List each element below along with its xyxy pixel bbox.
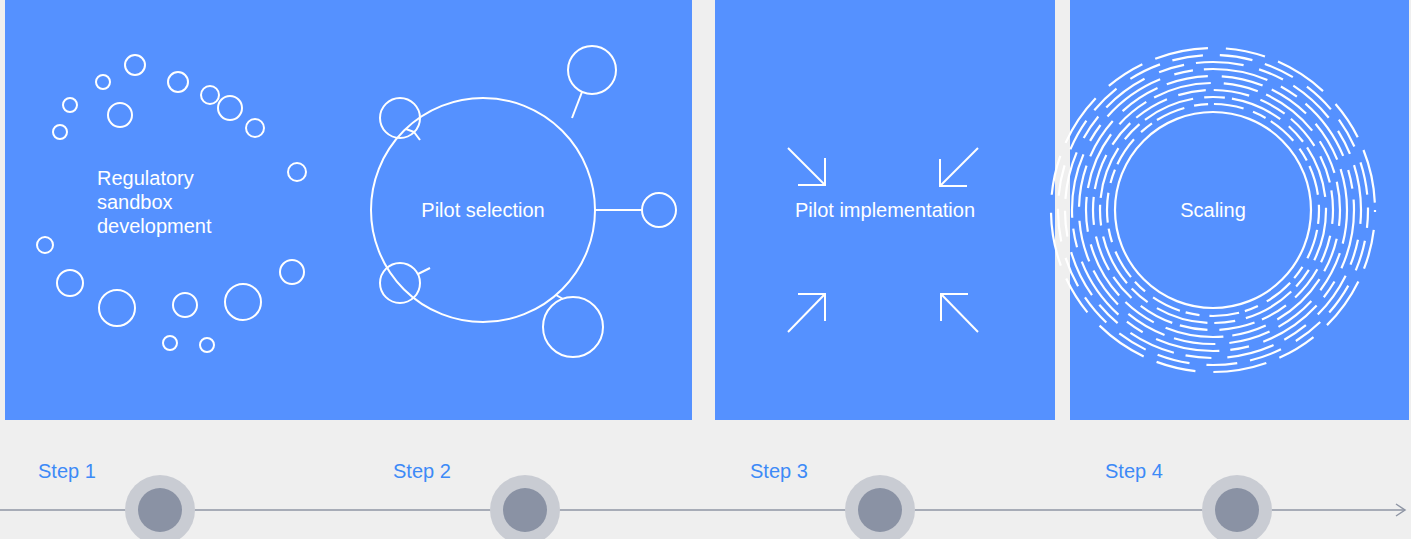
step-label: Step 4: [1105, 459, 1163, 483]
step-label: Step 3: [750, 459, 808, 483]
converging-arrows: [788, 148, 978, 332]
hub-circles: [371, 46, 676, 357]
dashed-ring: [1065, 62, 1361, 358]
panels: [5, 0, 1409, 420]
timeline-dot-halo: [490, 475, 560, 539]
dashed-ring: [1051, 48, 1375, 372]
dashed-ring: [1100, 97, 1326, 323]
scaling-panel: Scaling: [1070, 0, 1409, 420]
dashed-ring: [1107, 104, 1319, 316]
sandbox-panel: Regulatory sandbox development: [5, 0, 360, 420]
step-title: Scaling: [1180, 198, 1246, 222]
timeline-dot: [1215, 488, 1259, 532]
timeline-dot: [858, 488, 902, 532]
dashed-ring: [1093, 90, 1333, 330]
timeline: [0, 475, 1405, 539]
timeline-dot-halo: [125, 475, 195, 539]
step-label: Step 2: [393, 459, 451, 483]
timeline-dot-halo: [1202, 475, 1272, 539]
timeline-dot: [503, 488, 547, 532]
step-title: Pilot implementation: [795, 198, 975, 222]
step-title: Regulatory sandbox development: [97, 166, 247, 238]
timeline-dot-halo: [845, 475, 915, 539]
bubble-ring: [37, 55, 306, 352]
step-label: Step 1: [38, 459, 96, 483]
selection-panel: Pilot selection: [360, 0, 692, 420]
dashed-ring: [1086, 83, 1340, 337]
timeline-dot: [138, 488, 182, 532]
dashed-ring: [1058, 55, 1368, 365]
dashed-ring: [1079, 76, 1347, 344]
step-title: Pilot selection: [421, 198, 544, 222]
scaling-rings: [1051, 48, 1375, 372]
implementation-panel: Pilot implementation: [715, 0, 1055, 420]
dashed-ring: [1072, 69, 1354, 351]
